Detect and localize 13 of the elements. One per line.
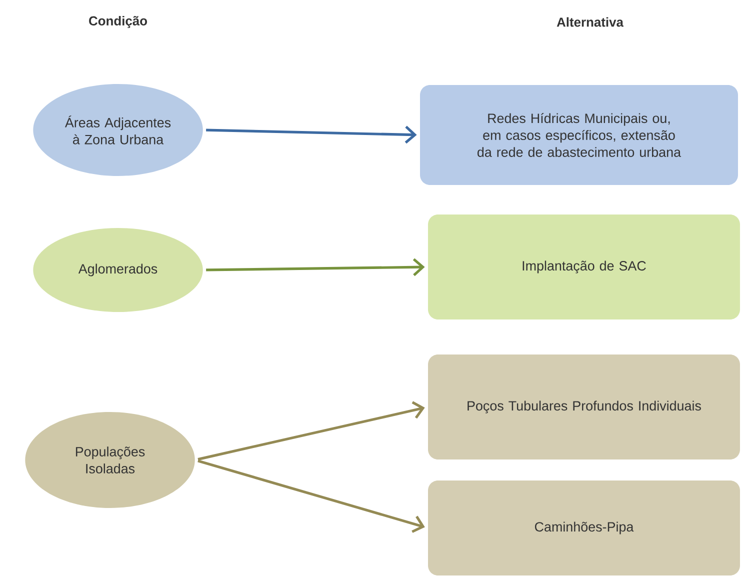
alternative-box: Implantação de SAC bbox=[428, 214, 740, 320]
arrow bbox=[198, 401, 425, 461]
arrow bbox=[206, 126, 417, 144]
arrow bbox=[206, 258, 425, 276]
alternative-box: Redes Hídricas Municipais ou, em casos específicos, extensão da rede de abastecimento urbana bbox=[420, 85, 738, 185]
alternative-box: Poços Tubulares Profundos Individuais bbox=[428, 354, 740, 460]
alternative-box: Caminhões-Pipa bbox=[428, 480, 740, 576]
arrow bbox=[198, 460, 425, 533]
ellipse-node: Áreas Adjacentes à Zona Urbana bbox=[33, 84, 203, 176]
column-heading: Condição bbox=[89, 16, 147, 28]
ellipse-node: Populações Isoladas bbox=[25, 412, 195, 508]
ellipse-node: Aglomerados bbox=[33, 228, 203, 312]
column-heading: Alternativa bbox=[556, 17, 624, 27]
